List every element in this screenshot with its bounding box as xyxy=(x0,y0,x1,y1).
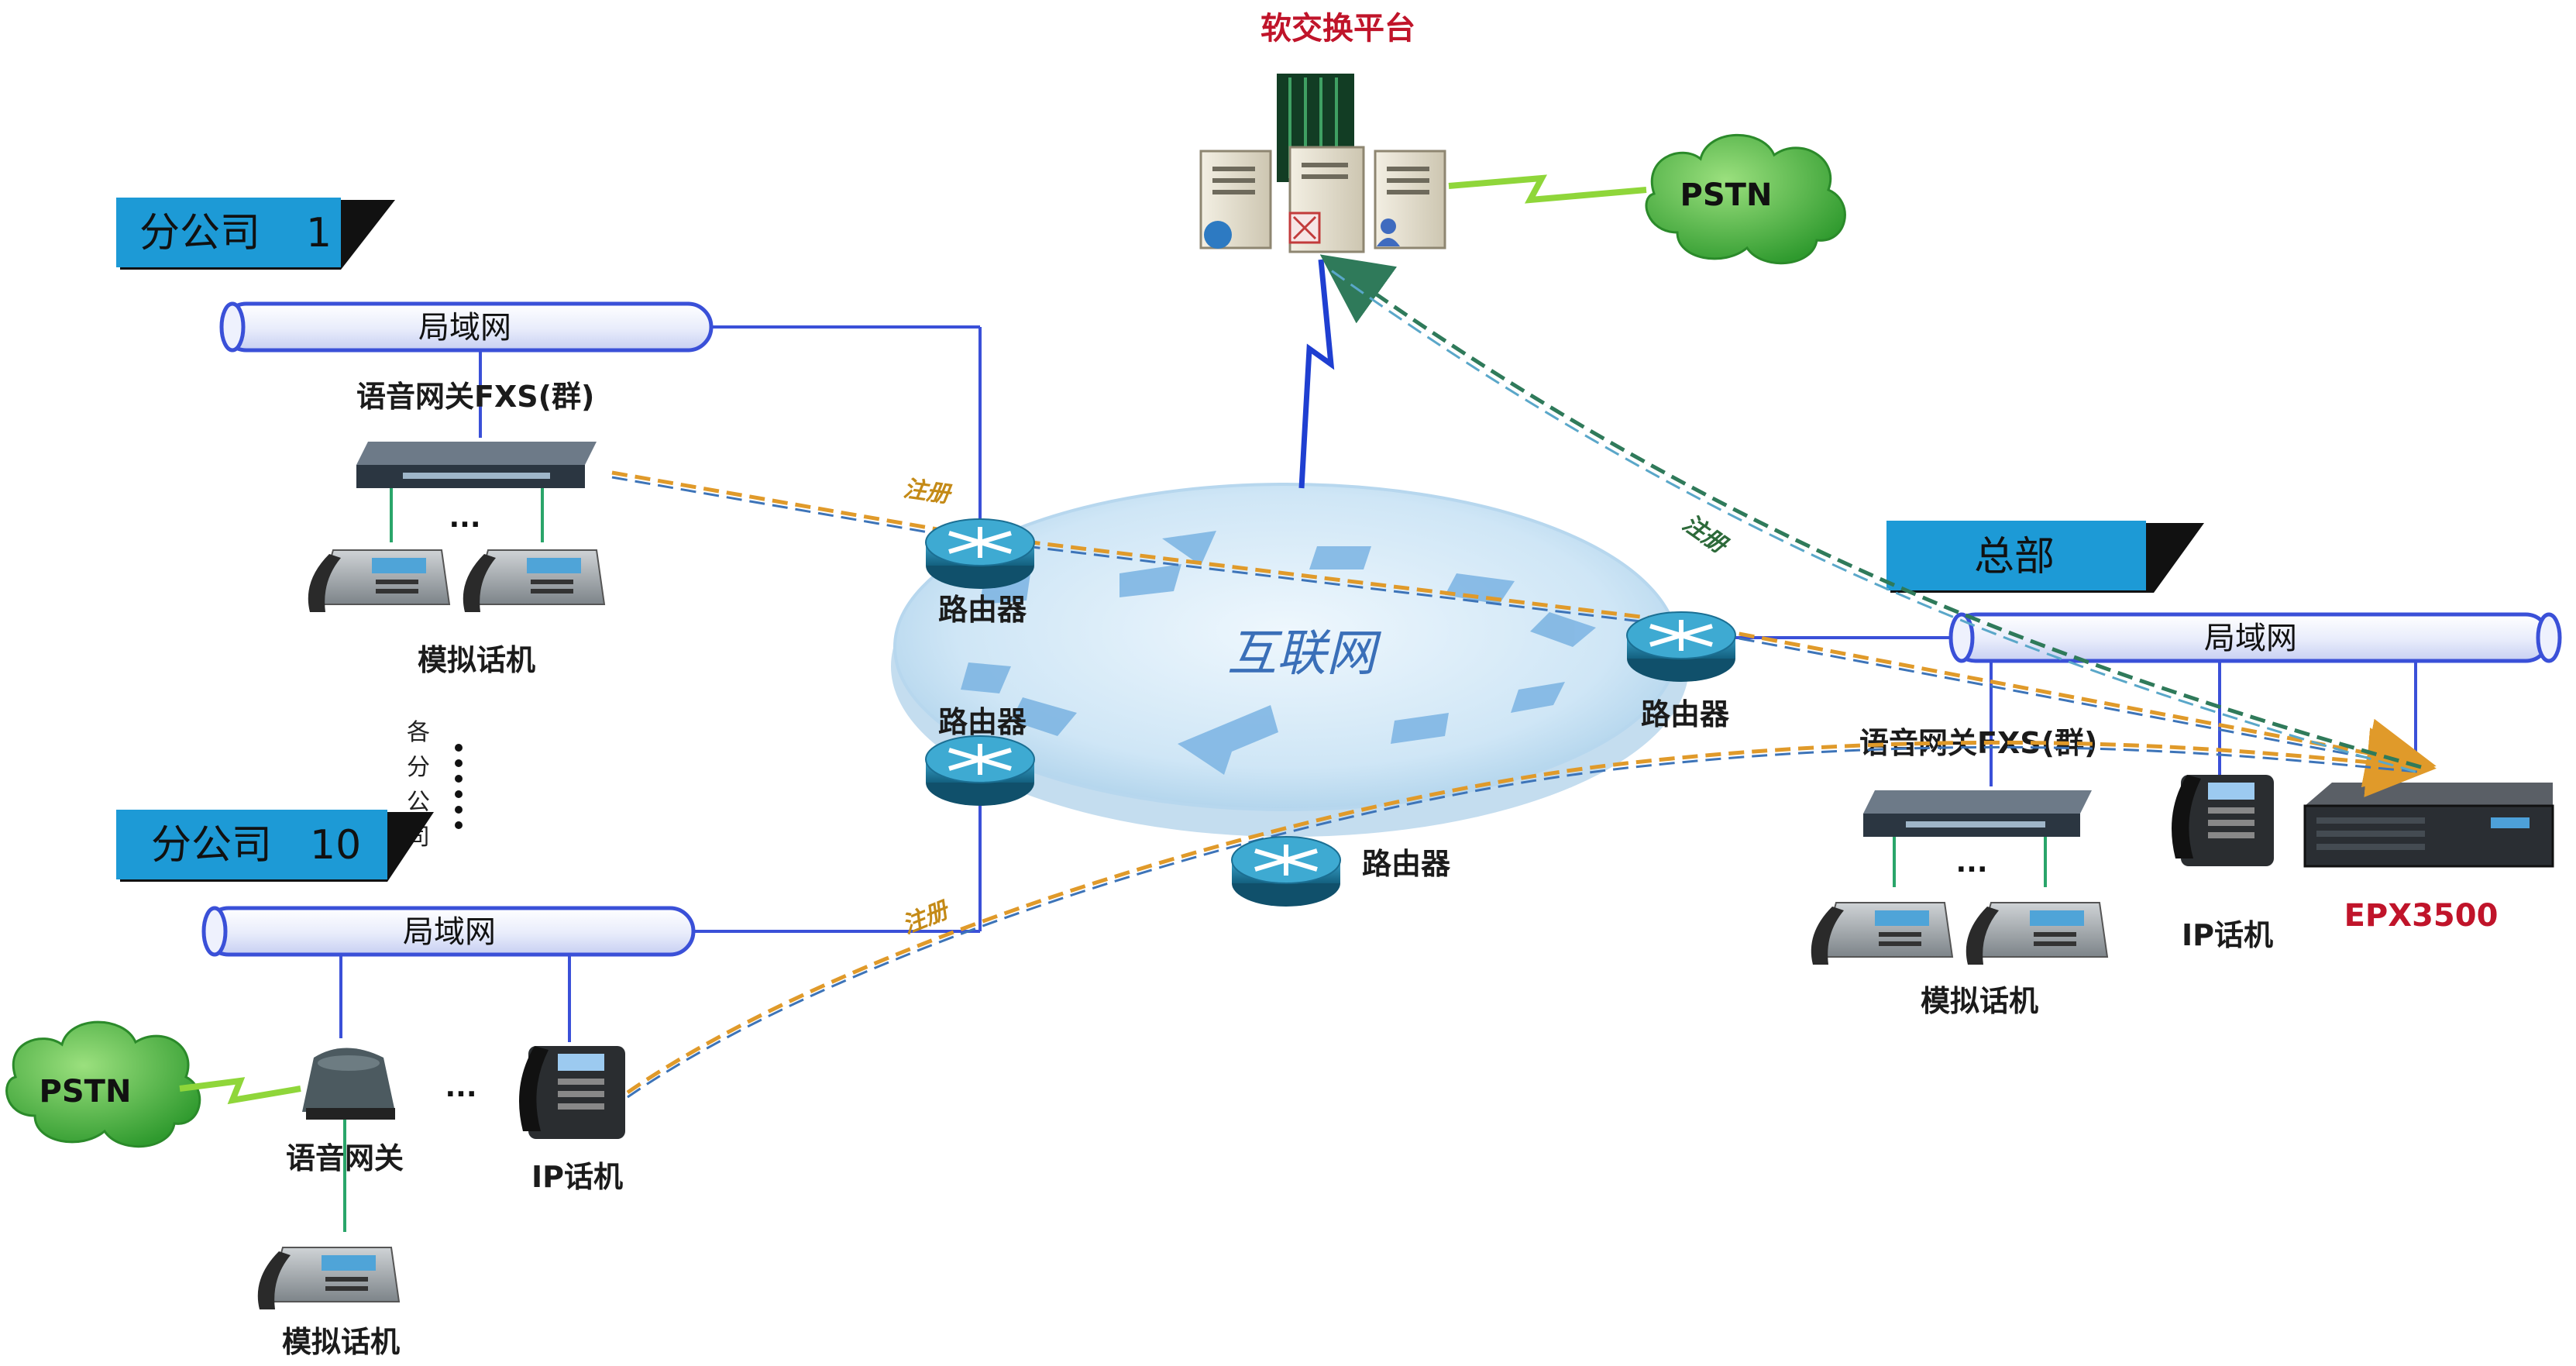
hq-device-label: EPX3500 xyxy=(2344,898,2499,934)
branch1-banner-title: 分公司 xyxy=(139,210,260,256)
branch10-ipphone-label: IP话机 xyxy=(531,1160,623,1194)
analog-phone-icon xyxy=(257,1247,401,1309)
internet-link-icon xyxy=(1298,259,1335,489)
branch10-lan-label: 局域网 xyxy=(403,914,496,950)
branch10-group: 分公司 10 局域网 PSTN 语音网关 ... xyxy=(5,806,982,1359)
hq-lan-label: 局域网 xyxy=(2204,621,2297,656)
hq-phones-label: 模拟话机 xyxy=(1921,984,2038,1018)
pstn-cloud-branch10: PSTN xyxy=(5,1020,201,1148)
analog-phone-icon xyxy=(1811,902,1954,965)
pstn-cloud-top: PSTN xyxy=(1645,133,1846,265)
pstn-label-branch10: PSTN xyxy=(40,1074,132,1110)
branch1-banner-number: 1 xyxy=(306,210,332,256)
branch1-group: 分公司 1 局域网 语音网关FXS(群) ... xyxy=(116,198,982,677)
voice-gateway-icon xyxy=(302,1048,395,1120)
branch1-banner: 分公司 1 xyxy=(116,198,395,270)
hq-ipphone-label: IP话机 xyxy=(2182,918,2273,952)
router-icon xyxy=(1231,836,1341,907)
branch1-phones-label: 模拟话机 xyxy=(418,643,535,677)
hq-banner-title: 总部 xyxy=(1974,534,2055,580)
branch10-phone-label: 模拟话机 xyxy=(282,1325,400,1359)
router-label-4: 路由器 xyxy=(1362,847,1451,881)
platform-title: 软交换平台 xyxy=(1260,11,1415,46)
hq-banner: 总部 xyxy=(1886,521,2204,593)
branch-more-char: 公 xyxy=(407,789,430,816)
register-label-branch10: 注册 xyxy=(899,896,954,939)
softswitch-platform: 软交换平台 xyxy=(1199,11,1647,489)
ip-phone-icon xyxy=(519,1046,625,1139)
branch10-lan: 局域网 xyxy=(201,906,696,957)
branch1-gateway-label: 语音网关FXS(群) xyxy=(356,380,594,414)
branch10-banner-number: 10 xyxy=(310,822,361,869)
internet-label: 互联网 xyxy=(1227,625,1382,683)
analog-phone-icon xyxy=(463,549,606,612)
server-icon xyxy=(1199,146,1446,253)
analog-phone-icon xyxy=(308,549,451,612)
analog-phone-icon xyxy=(1966,902,2109,965)
pstn-label-top: PSTN xyxy=(1680,177,1773,213)
hq-ellipsis: ... xyxy=(1955,847,1987,879)
epx3500-device-icon xyxy=(2303,783,2554,868)
router-label-2: 路由器 xyxy=(938,705,1027,739)
register-label-hq: 注册 xyxy=(1677,510,1733,560)
gateway-rack-icon xyxy=(1863,790,2092,837)
branch1-lan-label: 局域网 xyxy=(418,310,511,346)
branch-more-char: 分 xyxy=(407,754,430,781)
register-label-branch1: 注册 xyxy=(902,475,954,508)
branch1-ellipsis: ... xyxy=(449,502,480,534)
branch1-lan: 局域网 xyxy=(219,301,714,353)
pstn-link-icon xyxy=(1448,174,1647,204)
branch10-banner: 分公司 10 xyxy=(116,810,434,882)
ip-phone-icon xyxy=(2172,775,2274,866)
gateway-rack-icon xyxy=(356,442,597,488)
branch-more-char: 各 xyxy=(407,719,430,746)
router-label-1: 路由器 xyxy=(938,593,1027,627)
hq-lan: 局域网 xyxy=(1948,612,2562,663)
router-icon xyxy=(925,735,1035,806)
router-icon xyxy=(925,518,1035,589)
router-label-3: 路由器 xyxy=(1641,697,1730,731)
branch10-ellipsis: ... xyxy=(445,1072,476,1103)
router-icon xyxy=(1626,611,1736,682)
pstn-link-icon xyxy=(179,1077,301,1105)
hq-group: 总部 局域网 语音网关FXS(群) ... xyxy=(1735,521,2562,1018)
branch10-banner-title: 分公司 xyxy=(151,822,272,869)
